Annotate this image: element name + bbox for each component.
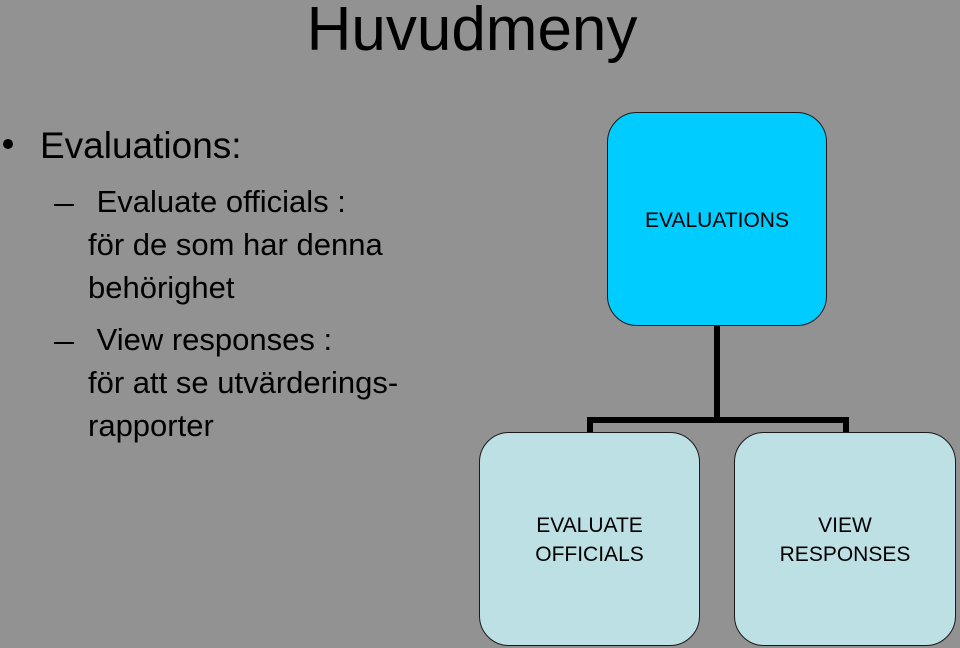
bullet-dot-icon	[3, 139, 13, 149]
item-view-responses-line-3: rapporter	[88, 408, 214, 443]
org-box-evaluate-officials[interactable]: EVALUATE OFFICIALS	[479, 432, 700, 646]
item-evaluate-officials-line-1: Evaluate officials :	[88, 184, 346, 219]
slide-title: Huvudmeny	[306, 0, 638, 64]
connector-horizontal	[587, 417, 849, 423]
dash-icon	[54, 204, 74, 206]
org-box-evaluations-label: EVALUATIONS	[645, 209, 789, 232]
item-evaluate-officials-line-2: för de som har denna	[88, 227, 383, 262]
connector-right-child	[843, 417, 849, 433]
org-box-evaluate-officials-line-2: OFFICIALS	[535, 543, 644, 566]
bullet-evaluations: Evaluations:	[40, 125, 242, 166]
org-box-evaluate-officials-line-1: EVALUATE	[536, 514, 643, 537]
connector-left-child	[587, 417, 593, 433]
item-view-responses-line-2: för att se utvärderings-	[88, 365, 399, 400]
item-view-responses-line-1: View responses :	[88, 322, 333, 357]
org-box-view-responses[interactable]: VIEW RESPONSES	[734, 432, 956, 646]
item-evaluate-officials-line-3: behörighet	[88, 270, 235, 305]
connector-vertical-root	[714, 326, 720, 420]
org-box-view-responses-line-1: VIEW	[818, 514, 872, 537]
org-box-view-responses-line-2: RESPONSES	[779, 543, 911, 566]
org-box-evaluations[interactable]: EVALUATIONS	[607, 112, 827, 326]
dash-icon	[54, 342, 74, 344]
